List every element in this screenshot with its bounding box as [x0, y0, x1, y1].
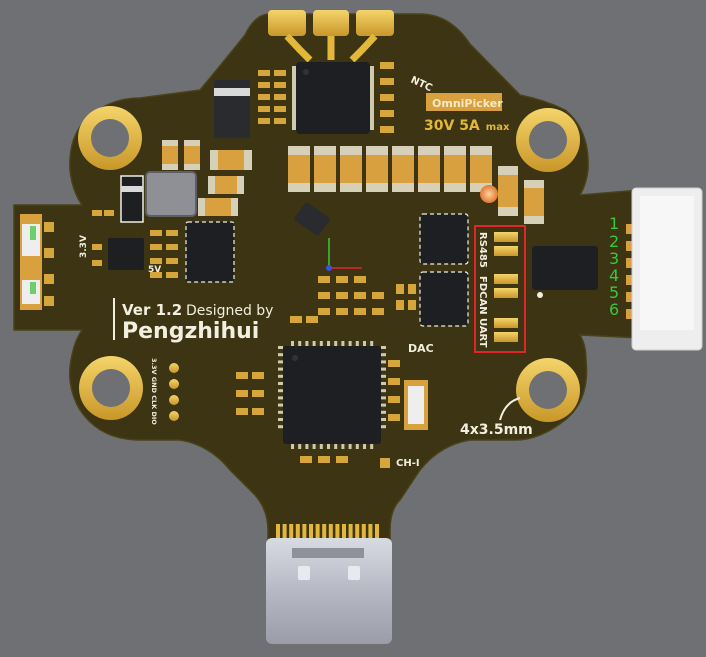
power-ic-qfn	[292, 62, 374, 134]
rail-3v3-text: 3.3V	[79, 235, 89, 258]
usb-c-connector	[266, 524, 392, 644]
pin-number-1: 1	[609, 214, 619, 233]
left-capacitors	[162, 140, 252, 216]
transceiver-ic-bottom	[419, 271, 469, 327]
version-text: Ver 1.2	[122, 301, 182, 319]
screw-arrow	[499, 397, 521, 421]
pin-number-3: 3	[609, 249, 619, 268]
mounting-hole-top-left	[78, 106, 142, 170]
right-connector	[626, 187, 703, 351]
author-text: Pengzhihui	[122, 319, 259, 344]
rail-5v-text: 5V	[148, 265, 161, 275]
oscillator	[294, 202, 330, 236]
top-power-pads	[268, 10, 394, 63]
inductor	[145, 171, 197, 217]
mounting-hole-bottom-right	[516, 358, 580, 422]
passives-transceiver	[396, 284, 416, 310]
designed-by-text: Designed by	[186, 303, 273, 319]
swd-pads	[169, 363, 179, 421]
bus-label-fdcan: FDCAN	[477, 276, 488, 315]
pin-number-2: 2	[609, 232, 619, 251]
mcu-lqfp	[278, 341, 386, 449]
diode-sma	[214, 80, 250, 138]
status-led	[480, 185, 498, 203]
bus-label-rs485: RS485	[477, 232, 488, 268]
mounting-hole-top-right	[516, 108, 580, 172]
pin-number-6: 6	[609, 300, 619, 319]
passives-center	[290, 276, 384, 323]
ic-qfn-left	[185, 221, 235, 283]
pin-number-5: 5	[609, 283, 619, 302]
ic-soic-right	[532, 246, 598, 298]
left-connector	[20, 214, 54, 310]
product-logo-text: OmniPicker	[432, 97, 503, 110]
bus-label-uart: UART	[477, 318, 488, 348]
bus-jumper-pads	[494, 232, 518, 342]
passives-top	[258, 62, 394, 133]
dac-text: DAC	[408, 342, 434, 355]
passives-mcu	[236, 360, 400, 468]
mounting-hole-bottom-left	[79, 356, 143, 420]
origin-axis-marker	[326, 238, 362, 271]
swd-pins-text: 3.3V GND CLK DIO	[150, 358, 158, 425]
diode-small	[120, 175, 144, 223]
transceiver-ic-top	[419, 213, 469, 265]
capacitor-bank	[288, 146, 544, 224]
screw-size-text: 4x3.5mm	[460, 422, 533, 438]
bus-select-highlight	[474, 225, 526, 353]
pin-number-4: 4	[609, 266, 619, 285]
boot-button	[404, 380, 428, 430]
regulator-3v3	[108, 238, 144, 270]
product-logo: OmniPicker	[426, 93, 503, 111]
passives-left	[92, 210, 178, 278]
ch-text: CH-I	[396, 458, 420, 469]
